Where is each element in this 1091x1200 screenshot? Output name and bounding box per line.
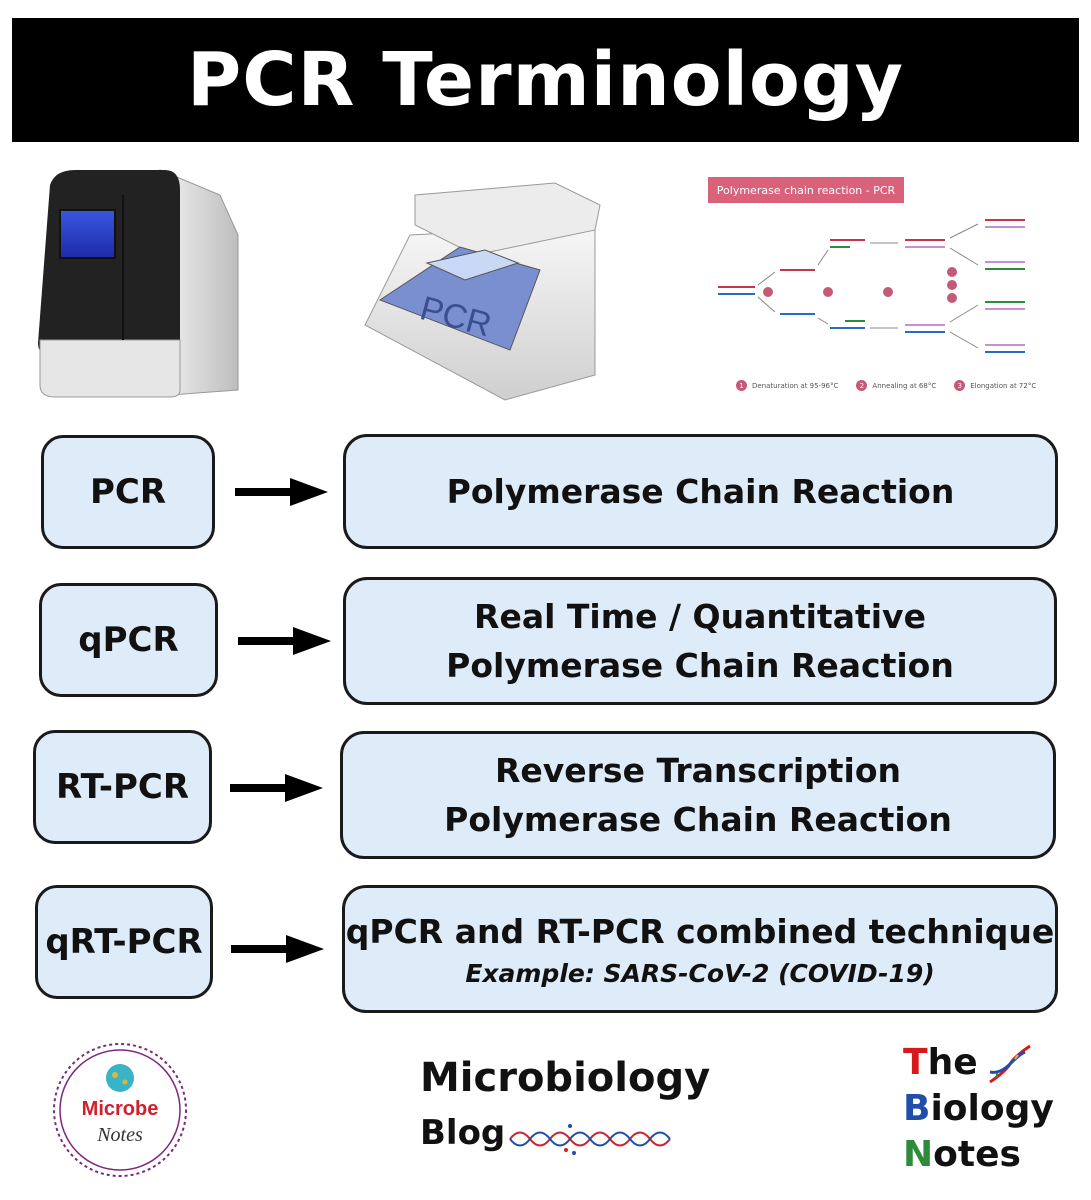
definition-line: Polymerase Chain Reaction — [444, 800, 952, 839]
logo-text: he — [927, 1042, 978, 1083]
definition-line: Reverse Transcription — [494, 750, 902, 790]
arrow-icon — [230, 774, 323, 802]
logo-text: Microbe — [82, 1098, 159, 1120]
logo-line: Microbiology — [420, 1055, 711, 1101]
definition-box-pcr: Polymerase Chain Reaction — [343, 434, 1058, 549]
dna-helix-icon — [509, 1124, 671, 1155]
logo-letter: B — [903, 1088, 931, 1129]
definition-line: Polymerase Chain Reaction — [446, 646, 954, 685]
legend-item: 2 Annealing at 68°C — [856, 380, 936, 391]
step-number: 3 — [954, 380, 966, 391]
biology-notes-logo: The Biology Notes — [903, 1040, 1054, 1178]
term-label: qRT-PCR — [45, 922, 203, 962]
definition-box-qrt-pcr: qPCR and RT-PCR combined technique Examp… — [342, 885, 1058, 1013]
definition-box-rt-pcr: Reverse Transcription Polymerase Chain R… — [340, 731, 1056, 859]
definition-line: qPCR and RT-PCR combined technique — [345, 911, 1055, 951]
microbiology-logo-blog: Blog — [420, 1113, 505, 1153]
page-title: PCR Terminology — [186, 37, 905, 123]
definition-box-qpcr: Real Time / Quantitative Polymerase Chai… — [343, 577, 1057, 705]
legend-item: 1 Denaturation at 95-96°C — [736, 380, 838, 391]
term-label: RT-PCR — [55, 767, 189, 807]
term-label: qPCR — [78, 620, 179, 660]
logo-text: iology — [930, 1088, 1054, 1129]
step-label: Elongation at 72°C — [970, 381, 1037, 390]
definition-line: Polymerase Chain Reaction — [446, 471, 955, 511]
step-number: 2 — [856, 380, 868, 391]
diagram-legend: 1 Denaturation at 95-96°C 2 Annealing at… — [736, 380, 1036, 391]
definition-line: Real Time / Quantitative — [474, 596, 926, 636]
logo-letter: T — [903, 1042, 928, 1083]
arrow-icon — [238, 627, 331, 655]
step-number: 1 — [736, 380, 747, 391]
dna-icon — [989, 1044, 1031, 1084]
microbe-notes-logo: Microbe Notes — [53, 1043, 187, 1177]
logo-letter: N — [903, 1134, 934, 1175]
term-label: PCR — [89, 472, 167, 512]
logo-text: otes — [933, 1134, 1021, 1175]
arrow-icon — [231, 935, 324, 963]
arrow-icon — [235, 478, 328, 506]
logo-text: Notes — [96, 1124, 143, 1146]
step-label: Annealing at 68°C — [872, 381, 937, 390]
term-box-rt-pcr: RT-PCR — [33, 730, 212, 844]
diagram-header: Polymerase chain reaction - PCR — [708, 177, 904, 203]
logo-line: Blog — [420, 1113, 506, 1153]
term-box-qrt-pcr: qRT-PCR — [35, 885, 213, 999]
pcr-machine-image: PCR — [364, 182, 601, 401]
pcr-cycle-diagram — [718, 219, 1025, 353]
legend-item: 3 Elongation at 72°C — [954, 380, 1036, 391]
screen-icon — [59, 209, 116, 259]
title-bar: PCR Terminology — [12, 18, 1079, 142]
thermocycler-image — [38, 169, 239, 398]
term-box-pcr: PCR — [41, 435, 215, 549]
step-label: Denaturation at 95-96°C — [752, 381, 839, 390]
example-text: Example: SARS-CoV-2 (COVID-19) — [465, 959, 935, 989]
term-box-qpcr: qPCR — [39, 583, 218, 697]
microbiology-logo-title: Microbiology — [420, 1055, 710, 1101]
